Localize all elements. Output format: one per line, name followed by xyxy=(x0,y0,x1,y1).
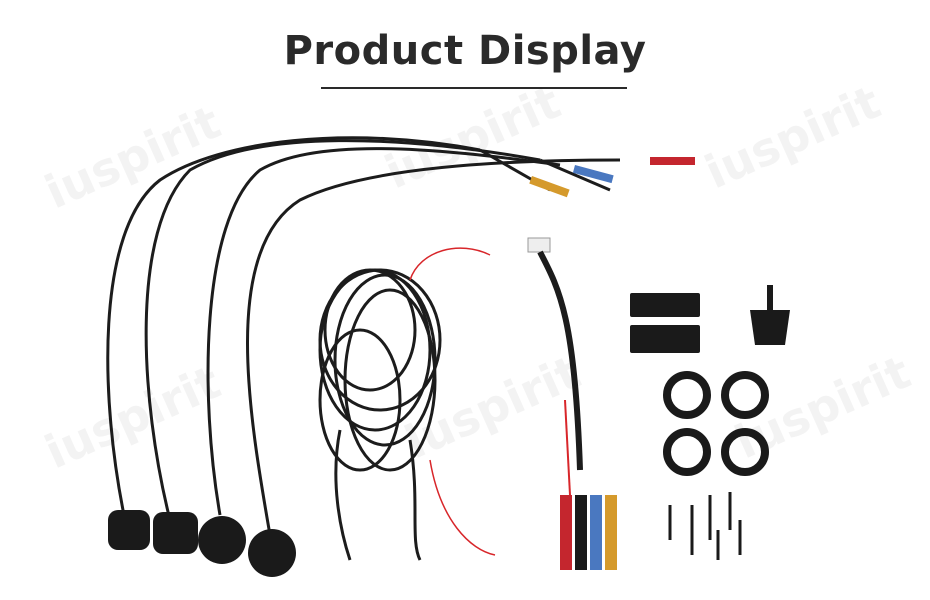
extension-cable-coil xyxy=(318,247,496,561)
mounting-brackets xyxy=(630,293,700,353)
page-title: Product Display xyxy=(283,28,647,74)
connector-harness xyxy=(527,237,617,570)
drill-bit xyxy=(750,285,790,345)
cable-tips xyxy=(529,157,695,198)
camera-cables xyxy=(106,136,621,536)
camera-heads xyxy=(108,510,296,577)
o-rings xyxy=(663,371,769,476)
title-underline xyxy=(321,87,627,89)
screws xyxy=(668,492,742,560)
